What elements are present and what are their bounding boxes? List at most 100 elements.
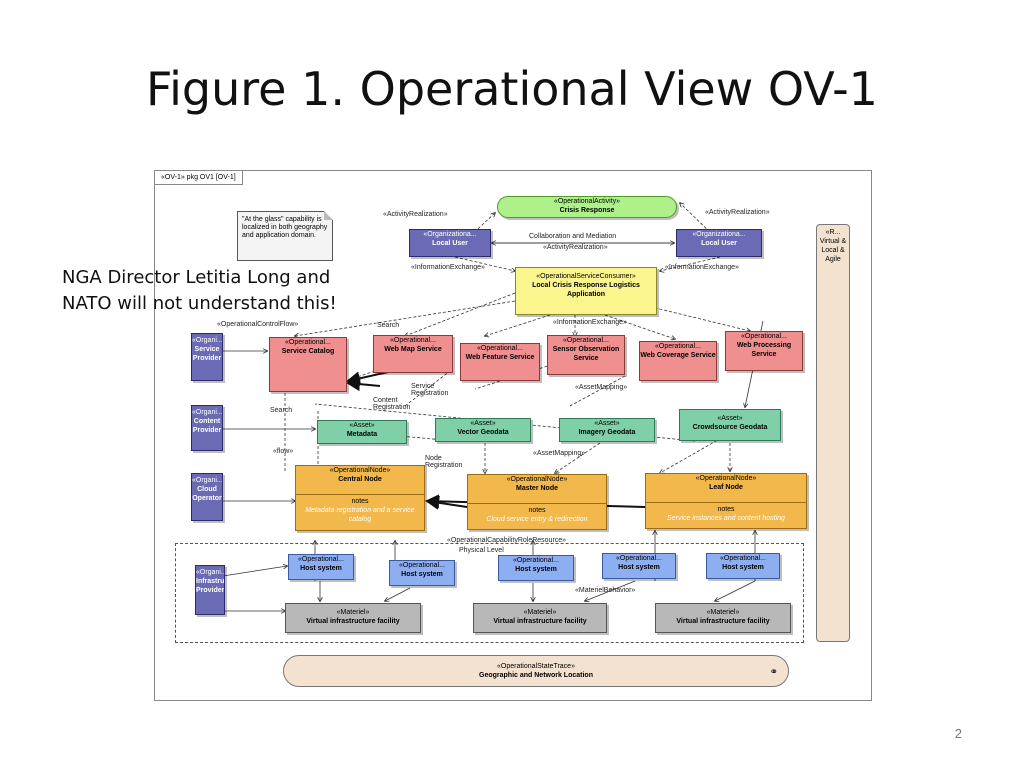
local-user-left[interactable]: «Organizationa... Local User <box>409 229 491 257</box>
infrastructure-provider[interactable]: «Organi... Infrastructure Provider <box>195 565 225 615</box>
element-name: Host system <box>618 564 660 571</box>
label-content-registration: Content Registration <box>373 397 411 411</box>
element-name: Virtual infrastructure facility <box>493 618 587 625</box>
stereotype: «Operational... <box>399 562 445 569</box>
stereotype: «OperationalNode» <box>506 476 568 483</box>
element-name: Service Provider <box>192 346 222 362</box>
page-number: 2 <box>954 726 962 741</box>
element-name: Infrastructure Provider <box>196 578 225 594</box>
requirement-side-bar[interactable]: «R... Virtual & Local & Agile <box>816 224 850 642</box>
master-node[interactable]: «OperationalNode» Master Node notes Clou… <box>467 474 607 530</box>
crowdsource-geodata-asset[interactable]: «Asset» Crowdsource Geodata <box>679 409 781 441</box>
sensor-observation-service[interactable]: «Operational... Sensor Observation Servi… <box>547 335 625 375</box>
element-name: Service Catalog <box>281 348 335 355</box>
slide-title: Figure 1. Operational View OV-1 <box>146 62 878 116</box>
crisis-response-activity[interactable]: «OperationalActivity» Crisis Response <box>497 196 677 218</box>
host-system-5[interactable]: «Operational... Host system <box>706 553 780 579</box>
stereotype: «Asset» <box>470 420 496 427</box>
element-name: Content Provider <box>192 418 222 434</box>
virtual-infrastructure-facility-2[interactable]: «Materiel» Virtual infrastructure facili… <box>473 603 607 633</box>
notes-text: Cloud service entry & redirection <box>486 516 588 523</box>
element-name: Sensor Observation Service <box>552 346 620 362</box>
operational-state-trace[interactable]: «OperationalStateTrace» Geographic and N… <box>283 655 789 687</box>
element-name: Host system <box>401 571 443 578</box>
label-flow: «flow» <box>273 448 294 455</box>
package-tab: «OV-1» pkg OV1 [OV-1] <box>155 171 243 185</box>
ov1-diagram-frame: «OV-1» pkg OV1 [OV-1] "At the glass" cap… <box>154 170 872 701</box>
element-name: Imagery Geodata <box>578 429 636 436</box>
element-name: Virtual infrastructure facility <box>306 618 400 625</box>
label-node-registration: Node Registration <box>425 455 463 469</box>
stereotype: «Asset» <box>594 420 620 427</box>
physical-level-boundary <box>175 543 804 643</box>
element-name: Crisis Response <box>559 207 615 214</box>
stereotype: «OperationalNode» <box>695 475 757 482</box>
host-system-3[interactable]: «Operational... Host system <box>498 555 574 581</box>
slide-annotation: NGA Director Letitia Long and NATO will … <box>62 265 337 317</box>
label-capability-role: «OperationalCapabilityRoleResource» <box>447 537 567 544</box>
stereotype: «OperationalActivity» <box>553 198 621 205</box>
metadata-asset[interactable]: «Asset» Metadata <box>317 420 407 444</box>
stereotype: «Operational... <box>720 555 766 562</box>
content-provider[interactable]: «Organi... Content Provider <box>191 405 223 451</box>
leaf-node[interactable]: «OperationalNode» Leaf Node notes Servic… <box>645 473 807 529</box>
element-name: Host system <box>300 565 342 572</box>
label-asset-mapping-mid: «AssetMapping» <box>533 450 586 457</box>
web-processing-service[interactable]: «Operational... Web Processing Service <box>725 331 803 371</box>
stereotype: «OperationalStateTrace» <box>497 663 575 670</box>
stereotype: «Organizationa... <box>423 231 477 238</box>
stereotype: «Operational... <box>477 345 523 352</box>
stereotype: «Organizationa... <box>692 231 746 238</box>
element-name: Central Node <box>338 476 382 483</box>
element-name: Web Map Service <box>384 346 442 353</box>
label-activity-realization-mid: «ActivityRealization» <box>543 244 608 251</box>
label-materiel-behavior: «MaterielBehavior» <box>575 587 636 594</box>
notes-label: notes <box>646 502 806 514</box>
central-node[interactable]: «OperationalNode» Central Node notes Met… <box>295 465 425 531</box>
stereotype: «Organi... <box>192 477 223 484</box>
host-system-1[interactable]: «Operational... Host system <box>288 554 354 580</box>
stereotype: «Organi... <box>192 337 223 344</box>
virtual-infrastructure-facility-3[interactable]: «Materiel» Virtual infrastructure facili… <box>655 603 791 633</box>
annotation-line-2: NATO will not understand this! <box>62 293 337 314</box>
stereotype: «Materiel» <box>706 609 740 616</box>
web-feature-service[interactable]: «Operational... Web Feature Service <box>460 343 540 381</box>
element-name: Local User <box>432 240 468 247</box>
label-search-left: Search <box>270 407 293 414</box>
notes-label: notes <box>468 503 606 515</box>
label-activity-realization-left: «ActivityRealization» <box>383 211 448 218</box>
label-service-registration: Service Registration <box>411 383 449 397</box>
label-collaboration: Collaboration and Mediation <box>529 233 617 240</box>
element-name: Local User <box>701 240 737 247</box>
web-map-service[interactable]: «Operational... Web Map Service <box>373 335 453 373</box>
element-name: Crowdsource Geodata <box>692 424 768 431</box>
web-coverage-service[interactable]: «Operational... Web Coverage Service <box>639 341 717 381</box>
element-name: Master Node <box>515 485 558 492</box>
element-name: Metadata <box>346 431 378 438</box>
label-physical-level: Physical Level <box>459 547 504 554</box>
note-fold-icon <box>324 211 333 220</box>
element-name: Cloud Operator <box>192 486 222 502</box>
virtual-infrastructure-facility-1[interactable]: «Materiel» Virtual infrastructure facili… <box>285 603 421 633</box>
service-catalog[interactable]: «Operational... Service Catalog <box>269 337 347 392</box>
label-info-exchange-mid: «InformationExchange» <box>553 319 627 326</box>
service-provider[interactable]: «Organi... Service Provider <box>191 333 223 381</box>
stereotype: «Materiel» <box>523 609 557 616</box>
stereotype: «OperationalServiceConsumer» <box>536 273 636 280</box>
label-info-exchange-left: «InformationExchange» <box>411 264 485 271</box>
vector-geodata-asset[interactable]: «Asset» Vector Geodata <box>435 418 531 442</box>
imagery-geodata-asset[interactable]: «Asset» Imagery Geodata <box>559 418 655 442</box>
crisis-logistics-application[interactable]: «OperationalServiceConsumer» Local Crisi… <box>515 267 657 315</box>
element-name: Web Coverage Service <box>640 352 716 359</box>
label-asset-mapping-top: «AssetMapping» <box>575 384 628 391</box>
host-system-2[interactable]: «Operational... Host system <box>389 560 455 586</box>
cloud-operator[interactable]: «Organi... Cloud Operator <box>191 473 223 521</box>
local-user-right[interactable]: «Organizationa... Local User <box>676 229 762 257</box>
stereotype: «OperationalNode» <box>329 467 391 474</box>
stereotype: «Operational... <box>655 343 701 350</box>
stereotype: «Operational... <box>513 557 559 564</box>
stereotype: «Materiel» <box>336 609 370 616</box>
stereotype: «Operational... <box>616 555 662 562</box>
host-system-4[interactable]: «Operational... Host system <box>602 553 676 579</box>
stereotype: «Asset» <box>349 422 375 429</box>
